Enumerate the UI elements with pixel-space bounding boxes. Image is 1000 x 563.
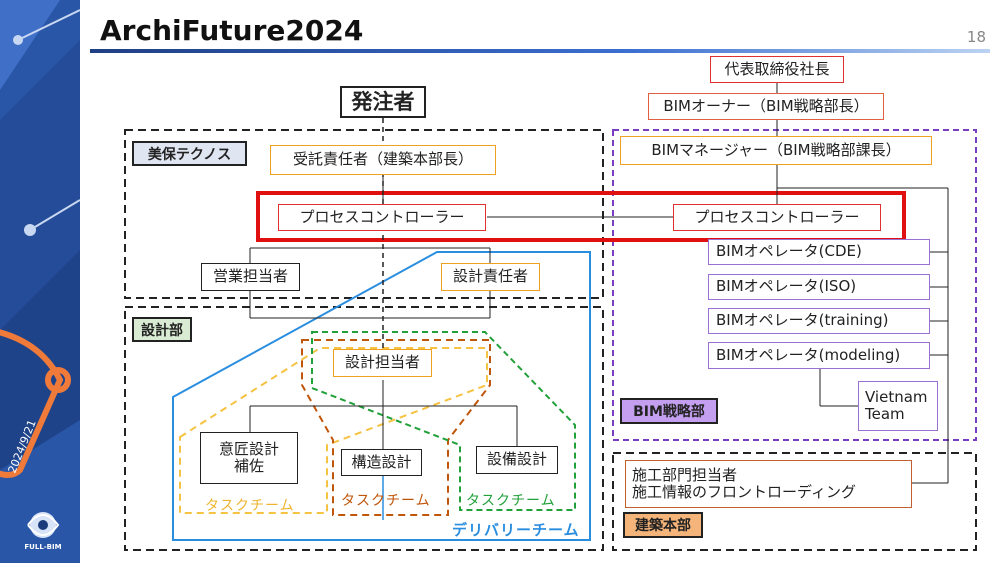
vietnam-team-box: Vietnam Team (858, 381, 938, 431)
construction-contact-line: 施工部門担当者 (632, 465, 738, 484)
miho-technos-tag: 美保テクノス (132, 141, 247, 166)
design-manager-box: 設計責任者 (441, 263, 540, 291)
contract-manager-box: 受託責任者（建築本部長） (270, 145, 496, 175)
frontloading-line: 施工情報のフロントローディング (632, 483, 856, 501)
page-number: 18 (966, 28, 986, 46)
client-box: 発注者 (340, 86, 426, 118)
bim-operator-cde: BIMオペレータ(CDE) (708, 239, 930, 265)
design-dept-tag: 設計部 (132, 317, 192, 342)
bim-manager-box: BIMマネージャー（BIM戦略部課長） (620, 136, 932, 165)
bim-strategy-dept-tag: BIM戦略部 (620, 398, 718, 424)
bim-owner-box: BIMオーナー（BIM戦略部長） (648, 93, 884, 120)
full-bim-logo: FULL-BIM (18, 505, 68, 555)
design-assist-box: 意匠設計 補佐 (200, 432, 298, 484)
slide-title: ArchiFuture2024 (100, 14, 364, 47)
process-controller-left: プロセスコントローラー (278, 204, 486, 231)
ceo-box: 代表取締役社長 (710, 56, 844, 83)
bim-operator-iso: BIMオペレータ(ISO) (708, 274, 930, 300)
designer-box: 設計担当者 (333, 349, 432, 377)
delivery-team-label: デリバリーチーム (452, 521, 580, 539)
process-controller-right: プロセスコントローラー (673, 204, 881, 231)
structural-design-box: 構造設計 (341, 449, 422, 476)
task-team-yellow-label: タスクチーム (205, 498, 295, 514)
task-team-orange-label: タスクチーム (341, 493, 431, 509)
task-team-green-label: タスクチーム (466, 493, 556, 509)
logo-icon (27, 512, 60, 538)
sidebar-graphic (0, 0, 80, 563)
sales-rep-box: 営業担当者 (201, 263, 300, 291)
construction-contact-box: 施工部門担当者 施工情報のフロントローディング (625, 460, 912, 508)
bim-operator-training: BIMオペレータ(training) (708, 308, 930, 334)
bim-operator-modeling: BIMオペレータ(modeling) (708, 342, 930, 369)
left-sidebar-decoration: 2024/9/21 FULL-BIM (0, 0, 80, 563)
mep-design-box: 設備設計 (476, 446, 558, 474)
title-underline (90, 49, 990, 53)
logo-text: FULL-BIM (24, 543, 62, 551)
construction-hq-tag: 建築本部 (623, 512, 703, 538)
